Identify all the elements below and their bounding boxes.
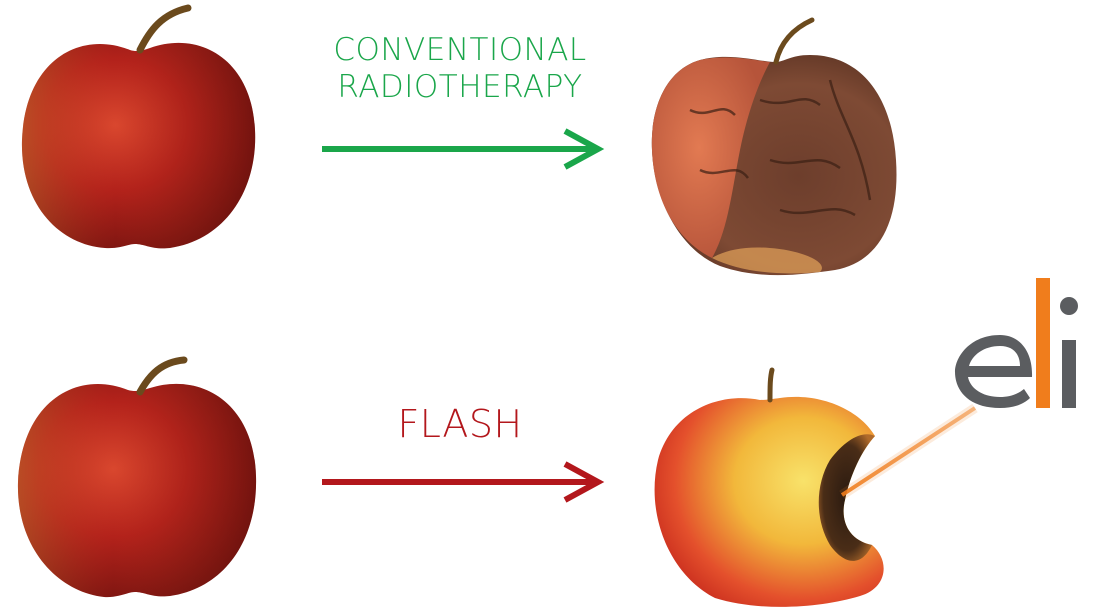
flash-arrow (322, 464, 598, 500)
eli-logo (955, 278, 1078, 408)
rotten-apple (652, 20, 897, 275)
conventional-arrow (322, 131, 598, 167)
fresh-apple-top (22, 8, 255, 248)
fresh-apple-bottom (18, 360, 256, 597)
